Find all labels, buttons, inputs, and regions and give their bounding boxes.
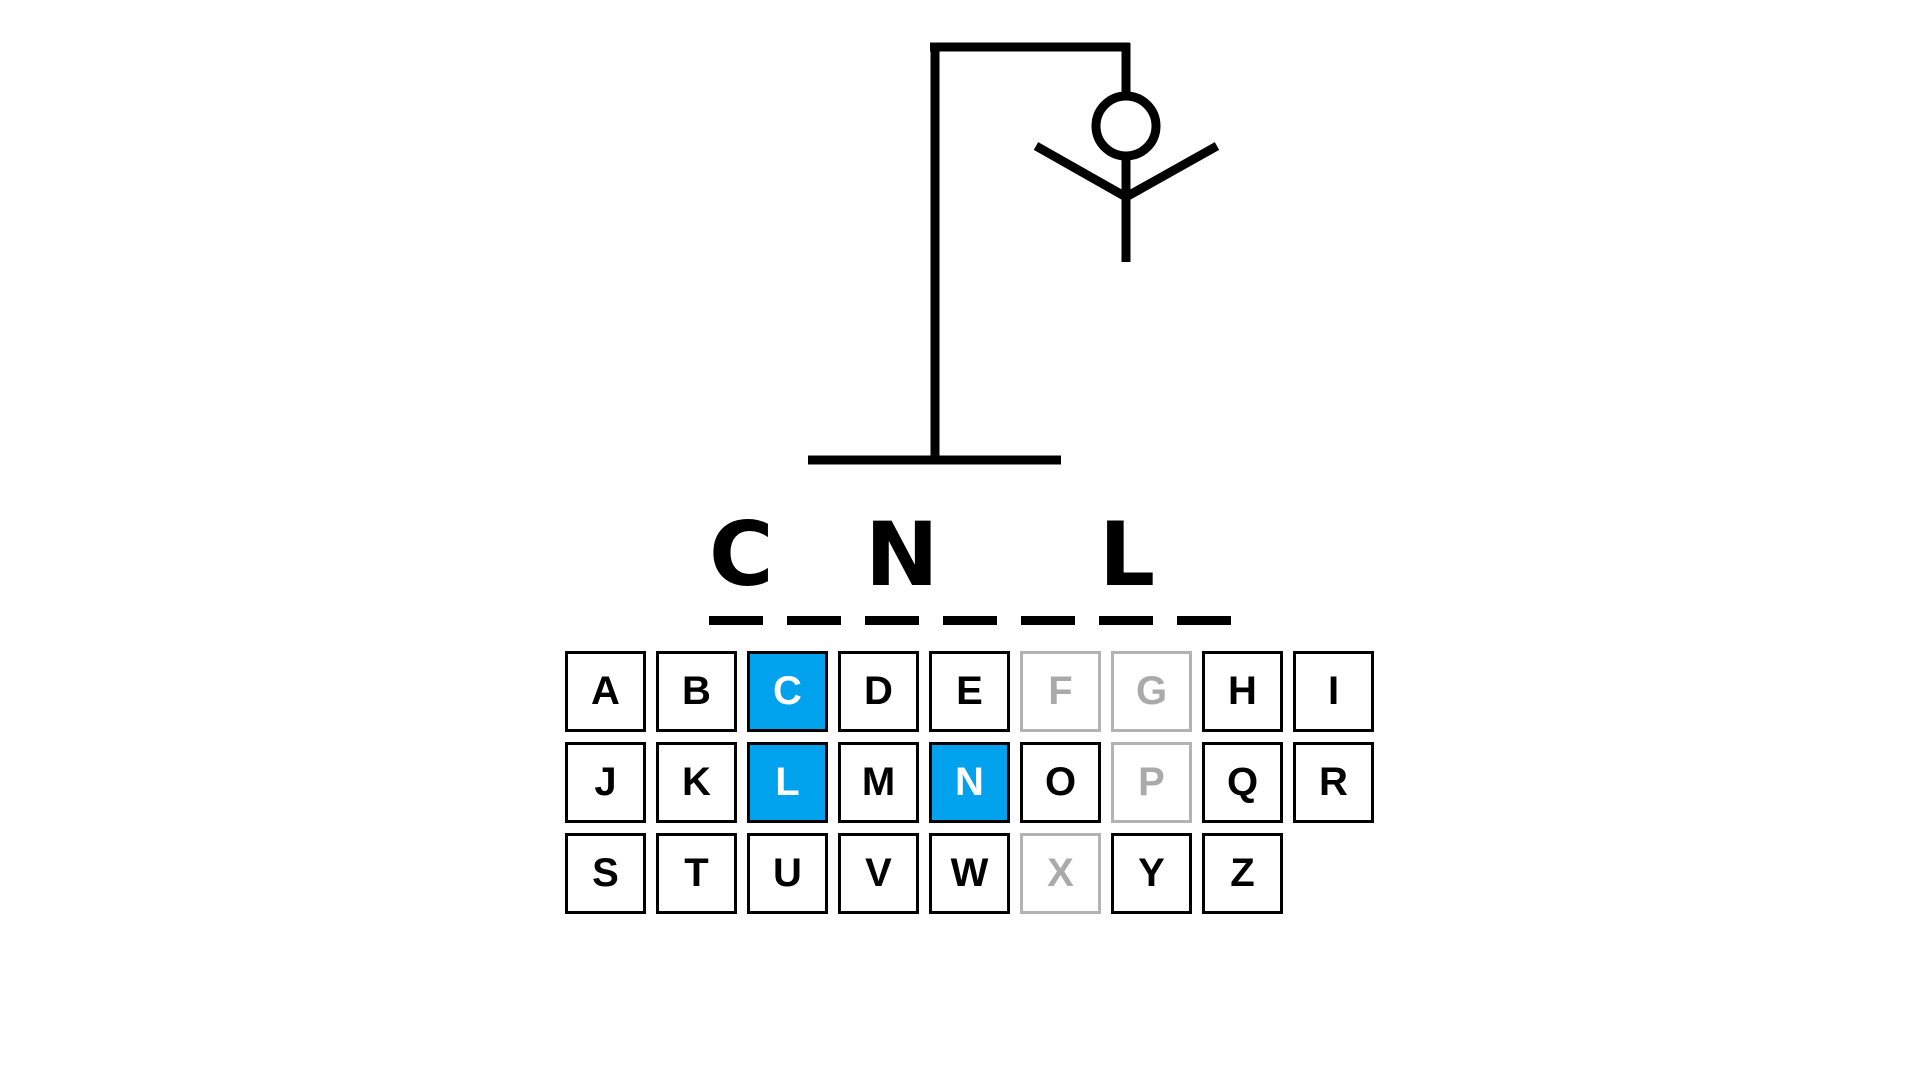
key-z[interactable]: Z	[1202, 833, 1283, 914]
slot-letter: C	[709, 503, 774, 606]
hangman-right-arm	[1123, 142, 1220, 201]
slot-underline	[1099, 616, 1153, 625]
hangman-head	[1091, 91, 1161, 161]
key-v[interactable]: V	[838, 833, 919, 914]
slot-underline	[865, 616, 919, 625]
key-w[interactable]: W	[929, 833, 1010, 914]
letter-slot	[943, 505, 997, 625]
key-h[interactable]: H	[1202, 651, 1283, 732]
hangman-left-arm	[1033, 142, 1129, 201]
key-o[interactable]: O	[1020, 742, 1101, 823]
key-i[interactable]: I	[1293, 651, 1374, 732]
slot-underline	[1021, 616, 1075, 625]
key-q[interactable]: Q	[1202, 742, 1283, 823]
key-b[interactable]: B	[656, 651, 737, 732]
letter-slot: C	[709, 503, 774, 625]
key-n[interactable]: N	[929, 742, 1010, 823]
key-c[interactable]: C	[747, 651, 828, 732]
key-f[interactable]: F	[1020, 651, 1101, 732]
slot-underline	[709, 616, 763, 625]
key-e[interactable]: E	[929, 651, 1010, 732]
letter-slot	[787, 505, 841, 625]
letter-slot	[1021, 505, 1075, 625]
key-t[interactable]: T	[656, 833, 737, 914]
slot-letter: N	[865, 503, 939, 606]
key-m[interactable]: M	[838, 742, 919, 823]
key-p[interactable]: P	[1111, 742, 1192, 823]
key-r[interactable]: R	[1293, 742, 1374, 823]
slot-letter: L	[1099, 503, 1156, 606]
key-u[interactable]: U	[747, 833, 828, 914]
key-k[interactable]: K	[656, 742, 737, 823]
key-d[interactable]: D	[838, 651, 919, 732]
slot-underline	[787, 616, 841, 625]
key-y[interactable]: Y	[1111, 833, 1192, 914]
word-display: C N L	[709, 505, 1231, 625]
key-l[interactable]: L	[747, 742, 828, 823]
key-x[interactable]: X	[1020, 833, 1101, 914]
letter-keyboard: A B C D E F G H I J K L M N O P Q R S T …	[565, 651, 1375, 914]
key-j[interactable]: J	[565, 742, 646, 823]
slot-underline	[943, 616, 997, 625]
letter-slot: L	[1099, 503, 1156, 625]
key-a[interactable]: A	[565, 651, 646, 732]
key-s[interactable]: S	[565, 833, 646, 914]
letter-slot	[1177, 505, 1231, 625]
slot-underline	[1177, 616, 1231, 625]
letter-slot: N	[865, 503, 939, 625]
key-g[interactable]: G	[1111, 651, 1192, 732]
